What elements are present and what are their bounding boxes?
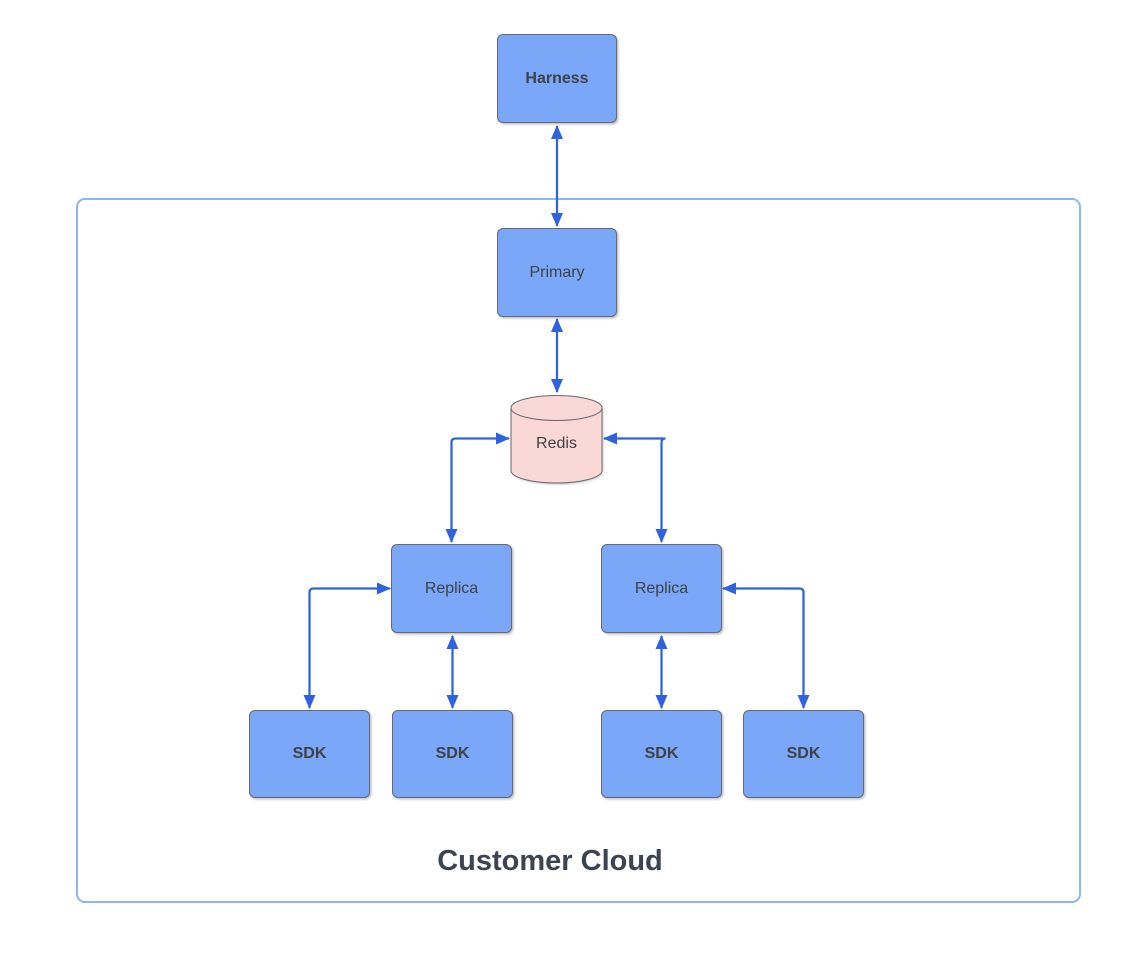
node-harness-label: Harness — [525, 69, 589, 87]
node-sdk-outer-left-label: SDK — [292, 745, 327, 762]
node-harness: Harness — [497, 34, 617, 123]
customer-cloud-container — [76, 198, 1081, 903]
node-sdk-inner-right-label: SDK — [644, 745, 679, 762]
node-sdk-inner-left-label: SDK — [435, 745, 470, 762]
customer-cloud-label: Customer Cloud — [437, 845, 663, 877]
node-redis-label: Redis — [536, 435, 577, 452]
node-primary: Primary — [497, 228, 617, 317]
node-sdk-outer-right: SDK — [743, 710, 864, 798]
node-replica-right-label: Replica — [634, 579, 689, 597]
node-replica-left-label: Replica — [424, 579, 479, 597]
node-sdk-outer-right-label: SDK — [786, 745, 821, 762]
node-sdk-inner-left: SDK — [392, 710, 513, 798]
node-redis-cylinder: Redis — [510, 394, 603, 484]
node-sdk-outer-left: SDK — [249, 710, 370, 798]
node-primary-label: Primary — [529, 263, 585, 281]
node-replica-left: Replica — [391, 544, 512, 633]
database-cylinder-icon — [510, 395, 603, 484]
node-replica-right: Replica — [601, 544, 722, 633]
node-sdk-inner-right: SDK — [601, 710, 722, 798]
